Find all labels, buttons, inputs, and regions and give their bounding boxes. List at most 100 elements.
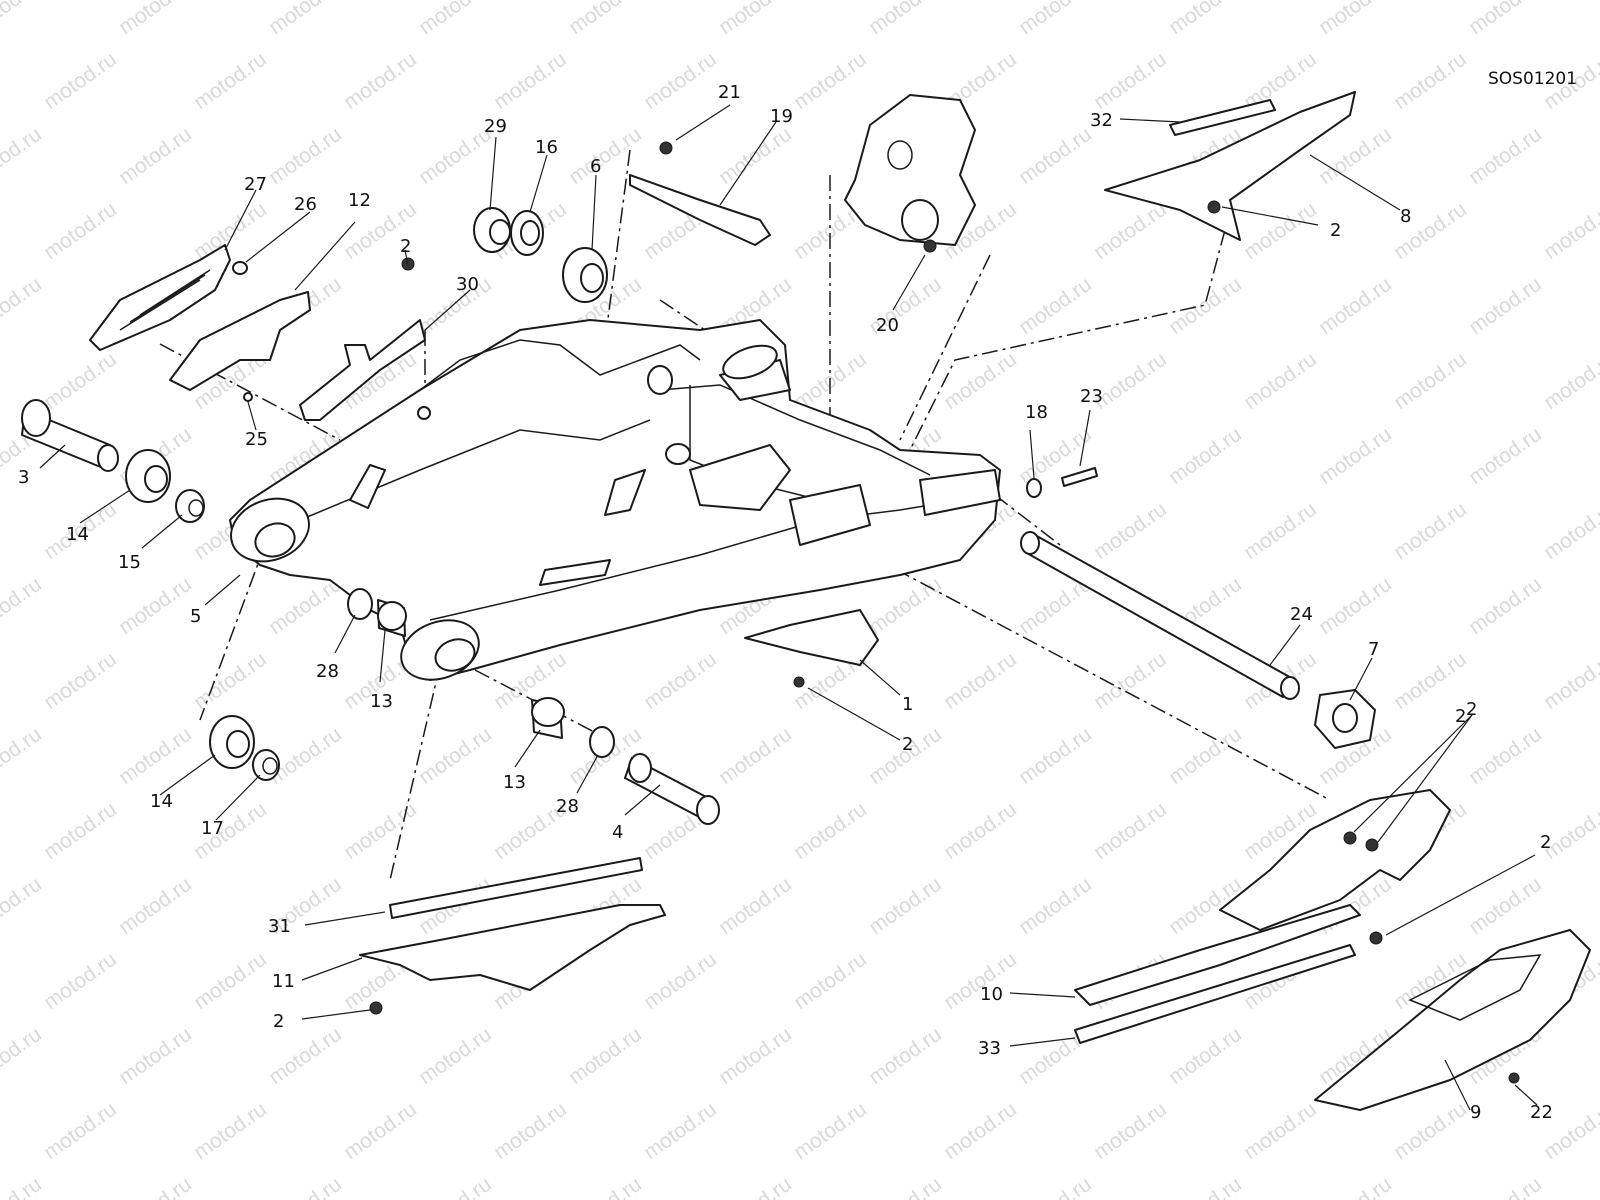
watermark-text: motod.ru bbox=[565, 1173, 646, 1200]
watermark-text: motod.ru bbox=[940, 798, 1021, 864]
plate-12 bbox=[169, 291, 311, 391]
watermark-text: motod.ru bbox=[40, 348, 121, 414]
part-label-2: 2 bbox=[273, 1011, 284, 1032]
watermark-text: motod.ru bbox=[115, 873, 196, 939]
watermark-text: motod.ru bbox=[0, 873, 46, 939]
watermark-text: motod.ru bbox=[415, 1023, 496, 1089]
watermark-text: motod.ru bbox=[1465, 723, 1546, 789]
watermark-text: motod.ru bbox=[715, 1173, 796, 1200]
part-label-15: 15 bbox=[118, 552, 141, 573]
watermark-text: motod.ru bbox=[415, 723, 496, 789]
bush-15 bbox=[175, 489, 205, 523]
watermark-text: motod.ru bbox=[0, 1023, 46, 1089]
watermark-text: motod.ru bbox=[1015, 723, 1096, 789]
strip-31 bbox=[389, 857, 643, 919]
cover-1 bbox=[744, 609, 879, 666]
nut-7 bbox=[1314, 689, 1376, 749]
watermark-text: motod.ru bbox=[115, 723, 196, 789]
part-label-16: 16 bbox=[535, 137, 558, 158]
watermark-text: motod.ru bbox=[1390, 648, 1471, 714]
components bbox=[21, 91, 1591, 1111]
guard-27 bbox=[89, 244, 231, 351]
watermark-text: motod.ru bbox=[1540, 198, 1600, 264]
watermark-text: motod.ru bbox=[1165, 273, 1246, 339]
watermark-text: motod.ru bbox=[0, 0, 46, 39]
part-label-13: 13 bbox=[503, 772, 526, 793]
watermark-text: motod.ru bbox=[190, 1098, 271, 1164]
nut-18 bbox=[1026, 478, 1042, 498]
screw-23 bbox=[1061, 467, 1098, 487]
part-label-12: 12 bbox=[348, 190, 371, 211]
part-label-2: 2 bbox=[902, 734, 913, 755]
watermark-text: motod.ru bbox=[640, 948, 721, 1014]
watermark-text: motod.ru bbox=[115, 573, 196, 639]
part-label-24: 24 bbox=[1290, 604, 1313, 625]
part-label-28: 28 bbox=[556, 796, 579, 817]
watermark-text: motod.ru bbox=[1165, 723, 1246, 789]
watermark-text: motod.ru bbox=[865, 1023, 946, 1089]
part-label-2: 2 bbox=[1330, 220, 1341, 241]
watermark-text: motod.ru bbox=[340, 48, 421, 114]
part-label-11: 11 bbox=[272, 971, 295, 992]
part-label-31: 31 bbox=[268, 916, 291, 937]
ring-25 bbox=[243, 392, 253, 402]
watermark-text: motod.ru bbox=[40, 198, 121, 264]
watermark-text: motod.ru bbox=[40, 48, 121, 114]
spacer-26 bbox=[232, 261, 248, 275]
part-label-6: 6 bbox=[590, 156, 601, 177]
watermark-text: motod.ru bbox=[1540, 798, 1600, 864]
seal-17 bbox=[252, 749, 280, 781]
watermark-text: motod.ru bbox=[790, 948, 871, 1014]
watermark-text: motod.ru bbox=[1090, 498, 1171, 564]
watermark-text: motod.ru bbox=[1465, 1173, 1546, 1200]
watermark-text: motod.ru bbox=[0, 1173, 46, 1200]
watermark-text: motod.ru bbox=[1465, 273, 1546, 339]
watermark-text: motod.ru bbox=[190, 198, 271, 264]
assembly-line bbox=[994, 494, 1061, 546]
watermark-text: motod.ru bbox=[1315, 123, 1396, 189]
part-label-14: 14 bbox=[66, 524, 89, 545]
part-label-21: 21 bbox=[718, 82, 741, 103]
watermark-text: motod.ru bbox=[940, 648, 1021, 714]
part-label-20: 20 bbox=[876, 315, 899, 336]
part-label-33: 33 bbox=[978, 1038, 1001, 1059]
watermark-text: motod.ru bbox=[0, 123, 46, 189]
watermark-text: motod.ru bbox=[1240, 1098, 1321, 1164]
axle-24 bbox=[1020, 531, 1300, 700]
watermark-text: motod.ru bbox=[1540, 498, 1600, 564]
watermark-text: motod.ru bbox=[640, 648, 721, 714]
watermark-text: motod.ru bbox=[790, 1098, 871, 1164]
watermark-text: motod.ru bbox=[490, 48, 571, 114]
watermark-text: motod.ru bbox=[265, 123, 346, 189]
watermark-text: motod.ru bbox=[865, 0, 946, 39]
part-label-26: 26 bbox=[294, 194, 317, 215]
bush-13-top bbox=[377, 599, 407, 637]
watermark-text: motod.ru bbox=[1015, 273, 1096, 339]
watermark-text: motod.ru bbox=[115, 123, 196, 189]
part-label-25: 25 bbox=[245, 429, 268, 450]
bearing-14-bottom bbox=[209, 715, 255, 769]
watermark-text: motod.ru bbox=[1465, 423, 1546, 489]
watermark-text: motod.ru bbox=[565, 1023, 646, 1089]
watermark-text: motod.ru bbox=[40, 648, 121, 714]
part-label-22: 22 bbox=[1530, 1102, 1553, 1123]
watermark-text: motod.ru bbox=[1465, 123, 1546, 189]
watermark-text: motod.ru bbox=[790, 798, 871, 864]
watermark-text: motod.ru bbox=[715, 0, 796, 39]
part-label-27: 27 bbox=[244, 174, 267, 195]
ring-28-bottom bbox=[589, 726, 615, 758]
watermark-text: motod.ru bbox=[40, 1098, 121, 1164]
part-label-17: 17 bbox=[201, 818, 224, 839]
part-label-2: 2 bbox=[400, 236, 411, 257]
sticker-32 bbox=[1169, 99, 1276, 136]
sleeve-3 bbox=[21, 399, 119, 472]
part-label-1: 1 bbox=[902, 694, 913, 715]
watermark-text: motod.ru bbox=[790, 48, 871, 114]
part-label-7: 7 bbox=[1368, 639, 1379, 660]
part-label-9: 9 bbox=[1470, 1102, 1481, 1123]
part-labels: 1 2 2 2 2 2 2 2 3 4 5 6 7 8 9 10 11 12 1… bbox=[18, 82, 1553, 1123]
watermark-text: motod.ru bbox=[1465, 0, 1546, 39]
watermark-text: motod.ru bbox=[715, 723, 796, 789]
part-label-29: 29 bbox=[484, 116, 507, 137]
part-label-2: 2 bbox=[1540, 832, 1551, 853]
